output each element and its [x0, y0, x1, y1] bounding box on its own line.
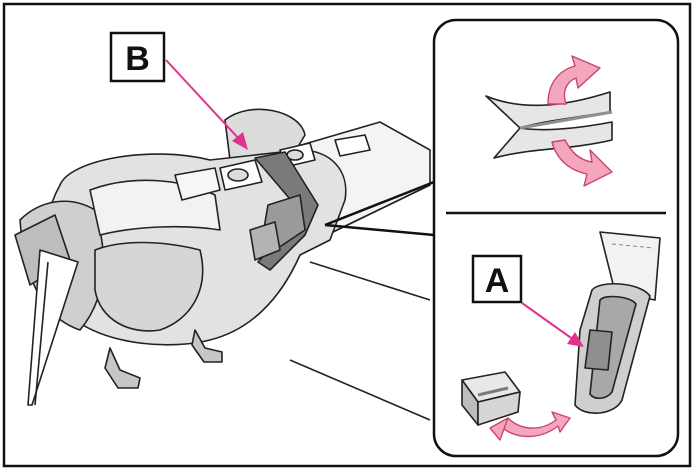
seat-foot: [191, 329, 223, 363]
seat-foot: [104, 347, 141, 389]
callout-label-a: A: [485, 262, 510, 300]
leader-line-a: [521, 302, 575, 341]
inset-connector-line: [324, 180, 435, 227]
callout-label-b: B: [125, 40, 150, 78]
callout-box-b: [109, 31, 166, 83]
curved-arrow-icon: [499, 411, 571, 438]
leader-arrowhead-b: [232, 132, 248, 150]
inset-bottom: [461, 231, 661, 441]
callout-box-a: [471, 254, 523, 304]
inset-top: [485, 55, 613, 187]
down-curved-arrow-icon: [551, 139, 613, 187]
up-curved-arrow-icon: [547, 55, 601, 105]
main-illustration: [14, 108, 431, 421]
leader-line-b: [165, 59, 241, 141]
inset-connector-line: [324, 223, 435, 237]
leader-arrowhead-a: [567, 332, 584, 347]
